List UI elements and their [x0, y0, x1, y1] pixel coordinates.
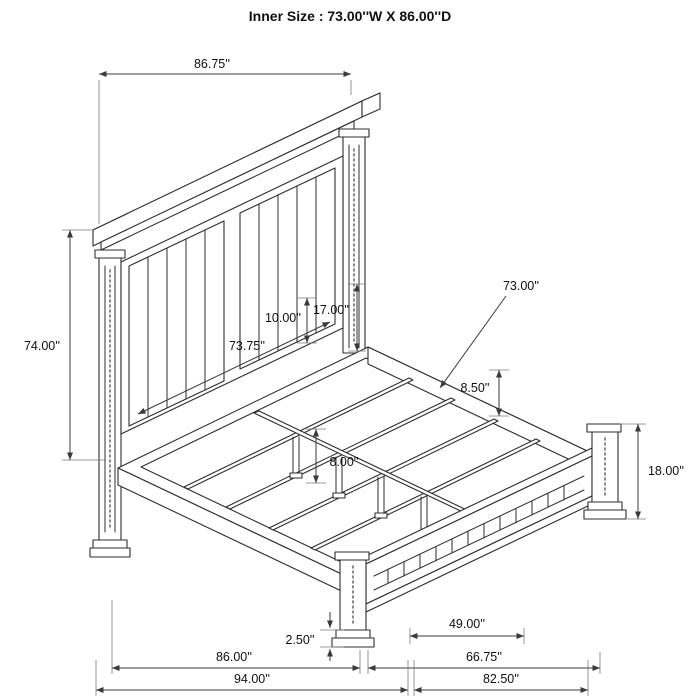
dim-footboard-panel-label: 49.00'': [449, 617, 485, 631]
dim-frame-width: 86.00'': [111, 600, 361, 674]
footboard-right-post-base: [587, 501, 623, 511]
left-post-capital: [94, 249, 126, 259]
dim-footboard-width: 66.75'': [367, 650, 601, 674]
dim-panel-gap: 10.00'': [265, 297, 317, 344]
dim-panel-width-label: 73.75'': [229, 339, 265, 353]
footboard-right-post-capital: [586, 423, 622, 433]
crown-side-face: [361, 92, 381, 118]
dim-panel-height: 17.00'': [313, 283, 366, 352]
footboard-left-post-base: [335, 629, 371, 639]
dim-overall-depth-label: 82.50'': [483, 672, 519, 686]
footboard-mirror-strip: [387, 485, 565, 584]
dim-overall-depth: 82.50'': [413, 660, 589, 696]
upholstered-panel-right: [239, 167, 336, 370]
dim-overall-width-label: 94.00'': [234, 672, 270, 686]
left-post-base: [92, 539, 128, 549]
dim-panel-gap-label: 10.00'': [265, 311, 301, 325]
support-leg: [332, 456, 346, 499]
dim-leg-height-label: 8.00'': [329, 455, 358, 469]
footboard-left-post-capital: [334, 551, 370, 561]
dim-inner-width-label: 73.00'': [503, 279, 539, 293]
dim-footboard-panel: 49.00'': [409, 617, 525, 644]
dim-footboard-height-label: 18.00'': [648, 464, 684, 478]
dim-panel-height-label: 17.00'': [313, 303, 349, 317]
dim-panel-width: 73.75'': [137, 321, 331, 415]
dim-headboard-height-label: 74.00'': [24, 339, 60, 353]
left-post-plinth: [89, 547, 131, 558]
dim-headboard-height: 74.00'': [24, 229, 106, 461]
dim-inner-width: 73.00'': [439, 279, 539, 389]
dimensions: 86.75'' 74.00'' 73.75'' 10.00'' 17.00'': [24, 57, 684, 696]
footboard: [331, 423, 627, 648]
dim-overall-width: 94.00'': [95, 660, 409, 696]
footboard-right-post-plinth: [583, 509, 627, 520]
dim-headboard-width-label: 86.75'': [194, 57, 230, 71]
footboard-left-post-plinth: [331, 637, 375, 648]
dim-frame-width-label: 86.00'': [216, 650, 252, 664]
dim-headboard-width: 86.75'': [98, 57, 352, 224]
dim-slat-spacing-label: 8.50'': [460, 381, 489, 395]
dim-base-height: 2.50'': [285, 612, 344, 661]
dim-leg-height: 8.00'': [306, 428, 359, 484]
support-leg: [374, 476, 388, 519]
page-title: Inner Size : 73.00''W X 86.00''D: [249, 8, 451, 24]
dim-footboard-height: 18.00'': [620, 423, 684, 520]
dim-base-height-label: 2.50'': [285, 633, 314, 647]
right-post-capital: [338, 128, 370, 138]
dim-footboard-width-label: 66.75'': [466, 650, 502, 664]
support-leg: [289, 436, 303, 479]
dim-slat-spacing: 8.50'': [460, 369, 509, 417]
